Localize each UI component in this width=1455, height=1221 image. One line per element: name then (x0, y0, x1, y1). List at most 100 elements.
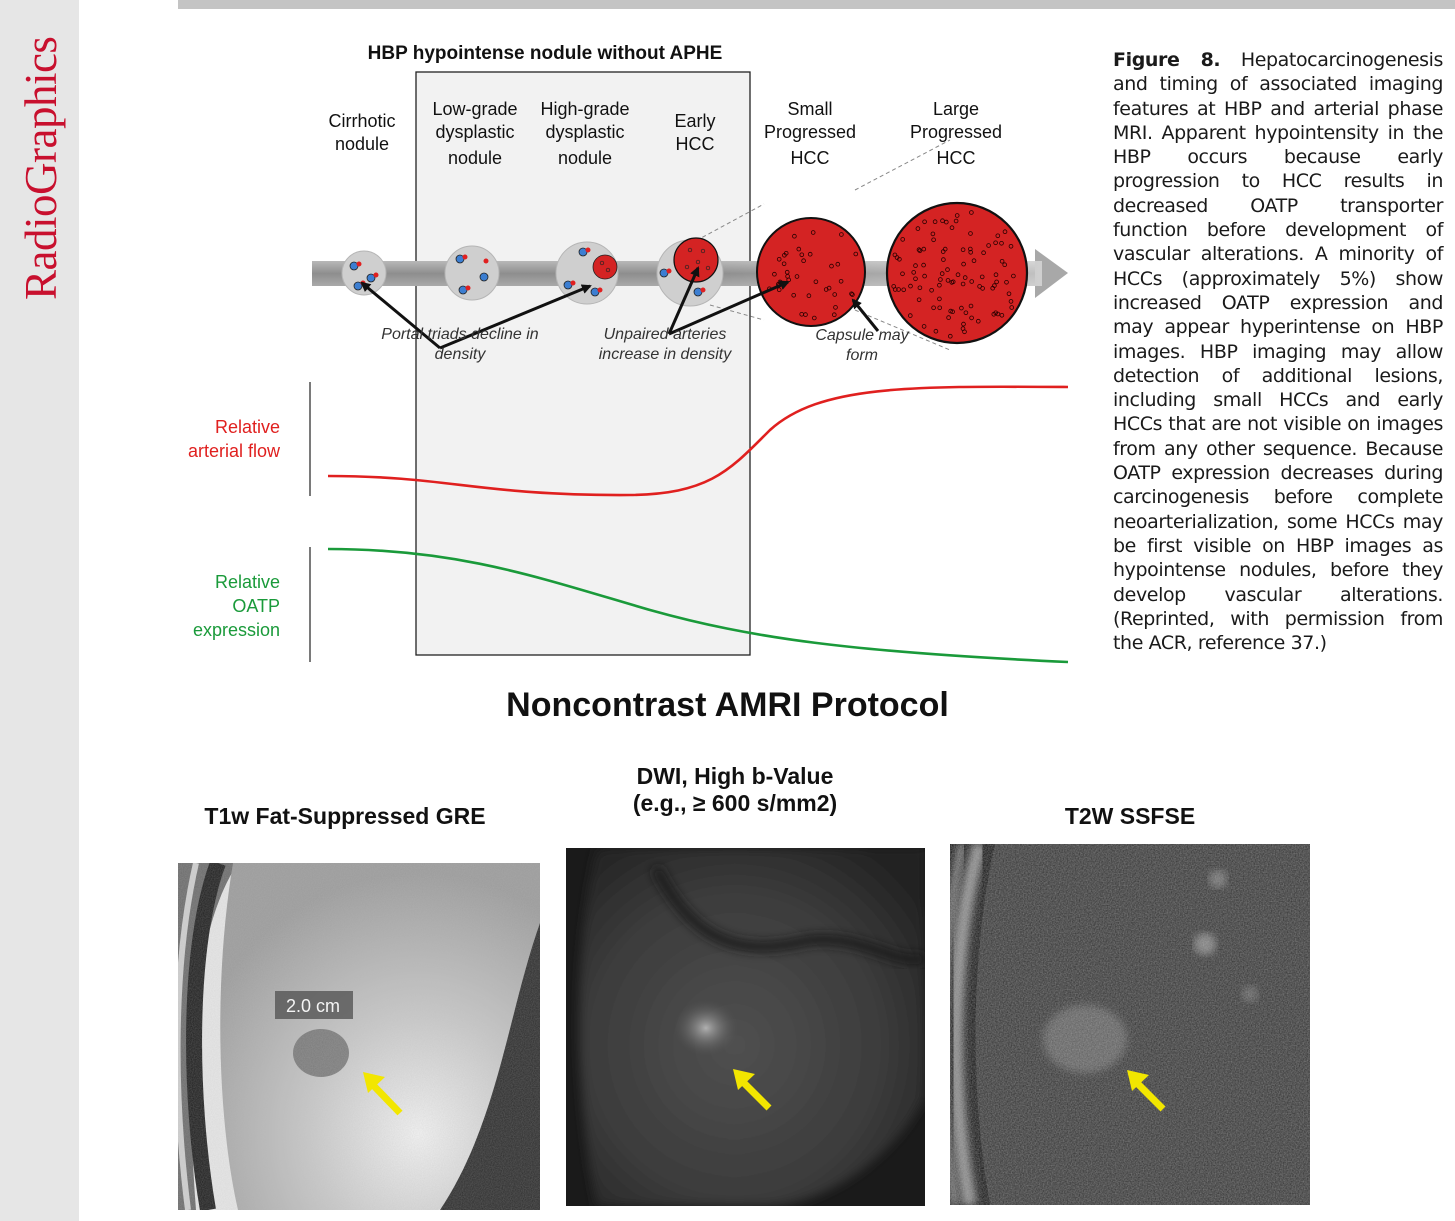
artery-dot (1002, 262, 1007, 268)
artery-dot (980, 286, 985, 291)
artery-dot (917, 248, 923, 254)
stage-label-cirrhotic: Cirrhotic nodule (328, 111, 395, 154)
artery-dot (960, 326, 966, 331)
artery-dot (991, 311, 997, 317)
artery-dot (948, 308, 953, 314)
artery-dot (915, 226, 921, 231)
artery-dot (784, 269, 790, 275)
artery-dot (911, 270, 916, 275)
svg-text:nodule: nodule (335, 134, 389, 154)
artery-dot (993, 240, 998, 246)
artery-dot (943, 219, 949, 225)
artery-dot (849, 291, 854, 297)
svg-text:Relative: Relative (215, 417, 280, 437)
nodule-high-grade (555, 241, 619, 305)
svg-text:Capsule may: Capsule may (815, 327, 909, 344)
artery-dot (929, 287, 934, 293)
annotation-portal-triads: Portal triads decline in density (381, 326, 539, 363)
artery-dot (900, 237, 905, 242)
svg-text:expression: expression (193, 620, 280, 640)
artery-dot (832, 292, 837, 297)
hepatocarcinogenesis-diagram: HBP hypointense nodule without APHE Cirr… (188, 43, 1069, 664)
artery-dot (835, 261, 841, 267)
svg-text:Cirrhotic: Cirrhotic (328, 111, 395, 131)
artery-dot (1009, 305, 1014, 310)
artery-dot (940, 218, 945, 224)
journal-sidebar (0, 0, 79, 1221)
artery-dot (986, 243, 991, 248)
figure-caption-text: Hepatocarcinogenesis and timing of assoc… (1113, 49, 1444, 655)
lesion-arrow-dwi (733, 1069, 772, 1111)
figure-label: Figure 8. (1113, 49, 1221, 71)
diagram-title: HBP hypointense nodule without APHE (368, 43, 723, 64)
artery-dot (931, 305, 936, 311)
artery-dot (999, 312, 1005, 318)
mri-image-dwi (566, 848, 925, 1206)
artery-dot (776, 257, 782, 262)
svg-text:increase in density: increase in density (599, 346, 733, 363)
svg-text:form: form (846, 347, 878, 364)
artery-dot (829, 263, 834, 269)
artery-dot (969, 279, 974, 284)
artery-dot (806, 293, 812, 299)
artery-dot (901, 287, 906, 293)
artery-dot (1006, 291, 1012, 297)
artery-dot (962, 275, 968, 280)
artery-dot (949, 280, 955, 285)
arterial-flow-curve (327, 385, 1069, 497)
journal-name: RadioGraphics (16, 36, 66, 300)
artery-dot (921, 324, 927, 329)
artery-dot (941, 257, 946, 262)
artery-dot (949, 225, 955, 231)
artery-dot (968, 250, 973, 255)
arterial-flow-label: Relative arterial flow (188, 417, 281, 461)
stage-label-large-hcc: Large Progressed HCC (910, 99, 1002, 168)
artery-dot (995, 233, 1001, 239)
artery-dot (838, 279, 844, 284)
nodule-cirrhotic (341, 250, 387, 296)
artery-dot (992, 283, 997, 288)
artery-dot (968, 231, 973, 236)
annotation-capsule: Capsule may form (815, 327, 909, 364)
artery-dot (993, 272, 999, 278)
top-rule (178, 0, 1455, 9)
figure-caption: Figure 8. Hepatocarcinogenesis and timin… (1113, 48, 1443, 655)
lesion-arrow-t2w (1127, 1070, 1166, 1112)
svg-text:Progressed: Progressed (910, 122, 1002, 142)
artery-dot (807, 251, 813, 257)
protocol-title: Noncontrast AMRI Protocol (506, 686, 949, 724)
artery-dot (801, 258, 806, 264)
artery-dot (1002, 229, 1008, 235)
artery-dot (908, 283, 913, 289)
artery-dot (981, 250, 986, 256)
artery-dot (785, 274, 790, 279)
artery-dot (916, 297, 922, 303)
artery-dot (810, 230, 816, 235)
artery-dot (922, 219, 927, 225)
artery-dot (979, 274, 985, 280)
artery-dot (913, 276, 918, 282)
artery-dot (907, 313, 913, 318)
artery-dot (960, 247, 966, 253)
artery-dot (1008, 299, 1014, 304)
artery-dot (967, 246, 973, 252)
panel-title-t2w: T2W SSFSE (1064, 803, 1196, 829)
annotation-unpaired-arteries: Unpaired arteries increase in density (599, 326, 733, 363)
svg-text:Progressed: Progressed (764, 122, 856, 142)
svg-text:Small: Small (787, 99, 832, 119)
artery-dot (833, 305, 838, 310)
artery-dot (792, 233, 797, 239)
svg-text:HCC: HCC (937, 148, 976, 168)
artery-dot (796, 246, 802, 252)
artery-dot (917, 285, 923, 291)
artery-dot (791, 292, 796, 298)
artery-dot (946, 315, 951, 320)
artery-dot (968, 303, 974, 309)
artery-dot (950, 309, 955, 315)
panel-title-dwi: DWI, High b-Value (e.g., ≥ 600 s/mm2) (632, 763, 838, 816)
artery-dot (803, 312, 808, 317)
artery-dot (930, 231, 936, 237)
artery-dot (916, 247, 922, 253)
artery-dot (942, 246, 948, 252)
svg-text:dysplastic: dysplastic (545, 122, 624, 142)
